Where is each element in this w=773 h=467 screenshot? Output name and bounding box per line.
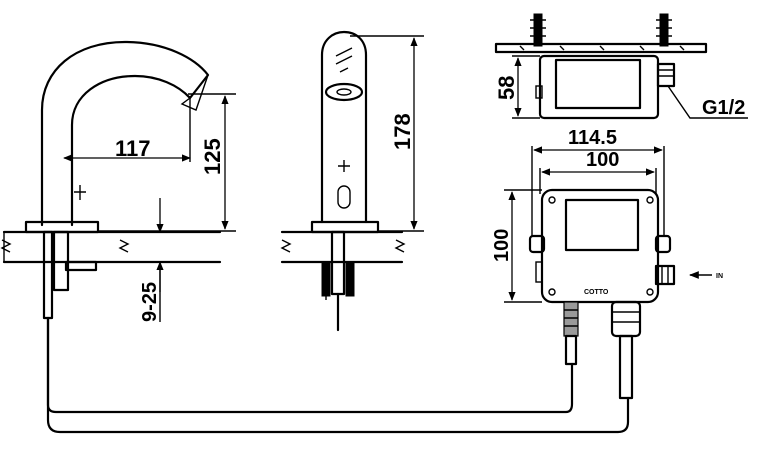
dim-178: 178 [390,113,415,150]
dim-114-5: 114.5 [568,127,617,149]
brand-label: COTTO [584,289,609,296]
faucet-side-view: 117 125 9-25 [0,40,236,322]
dim-117: 117 [115,136,151,161]
dim-125: 125 [200,138,225,175]
dim-58: 58 [494,76,519,100]
dim-9-25: 9-25 [139,282,161,322]
control-box-side-view: 58 G1/2 [494,13,748,120]
faucet-front-view: 178 [280,30,424,332]
dim-100-width: 100 [586,149,619,171]
dim-100-height: 100 [491,229,513,262]
control-box-front-view: 114.5 100 COTTO IN 100 [491,127,723,400]
inlet-label: IN [716,273,723,280]
connecting-cables [46,316,630,434]
thread-label-g1-2: G1/2 [702,97,745,119]
